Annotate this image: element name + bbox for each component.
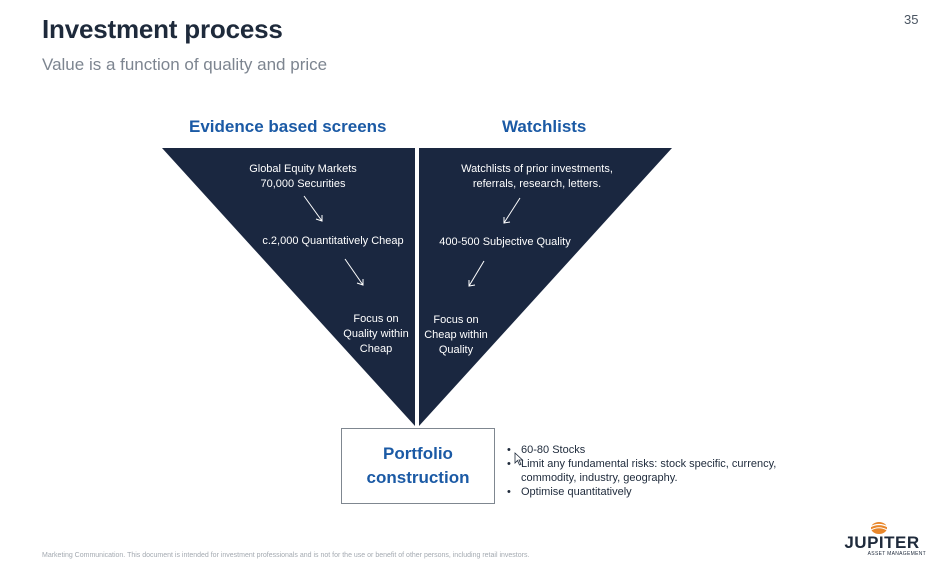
bullet-item: • Optimise quantitatively bbox=[507, 485, 807, 499]
bullet-text: Limit any fundamental risks: stock speci… bbox=[521, 458, 777, 470]
right-step1-line2: referrals, research, letters. bbox=[472, 178, 602, 190]
page-number: 35 bbox=[904, 12, 919, 27]
logo-wordmark: JUPITER bbox=[844, 533, 920, 552]
bullet-text: 60-80 Stocks bbox=[521, 444, 586, 456]
bullet-marker: • bbox=[507, 458, 511, 470]
left-funnel-shape bbox=[162, 148, 415, 426]
arrow-down-right-icon bbox=[344, 258, 364, 286]
left-step1-line1: Global Equity Markets bbox=[249, 163, 357, 175]
left-step1-line2: 70,000 Securities bbox=[260, 178, 346, 190]
bullet-item: • 60-80 Stocks bbox=[507, 443, 807, 457]
right-step3-line3: Quality bbox=[438, 344, 474, 356]
right-step3: Focus on Cheap within Quality bbox=[420, 313, 492, 358]
bullet-marker: • bbox=[507, 486, 511, 498]
footer-disclaimer: Marketing Communication. This document i… bbox=[42, 552, 530, 559]
right-funnel-heading: Watchlists bbox=[502, 117, 587, 136]
portfolio-construction-box: Portfolio construction bbox=[341, 428, 495, 504]
arrow-down-right-icon bbox=[303, 195, 323, 222]
slide-title: Investment process bbox=[42, 14, 283, 44]
arrow-down-left-icon bbox=[468, 260, 485, 287]
left-step3-line3: Cheap bbox=[359, 343, 393, 355]
right-step1-line1: Watchlists of prior investments, bbox=[461, 163, 613, 175]
bullet-text: commodity, industry, geography. bbox=[521, 472, 678, 484]
right-step3-line1: Focus on bbox=[433, 314, 479, 326]
left-funnel-heading: Evidence based screens bbox=[189, 117, 387, 136]
portfolio-label-line1: Portfolio bbox=[383, 444, 453, 463]
arrow-down-left-icon bbox=[503, 197, 521, 224]
mouse-pointer-icon bbox=[514, 452, 524, 466]
right-step3-line2: Cheap within bbox=[424, 329, 488, 341]
right-step1: Watchlists of prior investments, referra… bbox=[451, 162, 623, 192]
bullet-item: • Limit any fundamental risks: stock spe… bbox=[507, 457, 807, 485]
bullet-text: Optimise quantitatively bbox=[521, 486, 632, 498]
portfolio-label-line2: construction bbox=[366, 468, 470, 487]
left-step3: Focus on Quality within Cheap bbox=[336, 312, 416, 357]
slide-subtitle: Value is a function of quality and price bbox=[42, 55, 328, 74]
left-step2: c.2,000 Quantitatively Cheap bbox=[262, 235, 404, 247]
jupiter-logo: JUPITER ASSET MANAGEMENT bbox=[838, 520, 928, 560]
right-funnel-shape bbox=[419, 148, 672, 426]
jupiter-logo-mark-icon bbox=[869, 522, 889, 534]
bullet-marker: • bbox=[507, 444, 511, 456]
left-step3-line1: Focus on bbox=[353, 313, 399, 325]
portfolio-bullet-list: • 60-80 Stocks • Limit any fundamental r… bbox=[507, 443, 807, 499]
logo-tagline: ASSET MANAGEMENT bbox=[867, 551, 926, 557]
right-step2: 400-500 Subjective Quality bbox=[439, 236, 571, 248]
left-step1: Global Equity Markets 70,000 Securities bbox=[243, 162, 363, 192]
left-step3-line2: Quality within bbox=[343, 328, 409, 340]
